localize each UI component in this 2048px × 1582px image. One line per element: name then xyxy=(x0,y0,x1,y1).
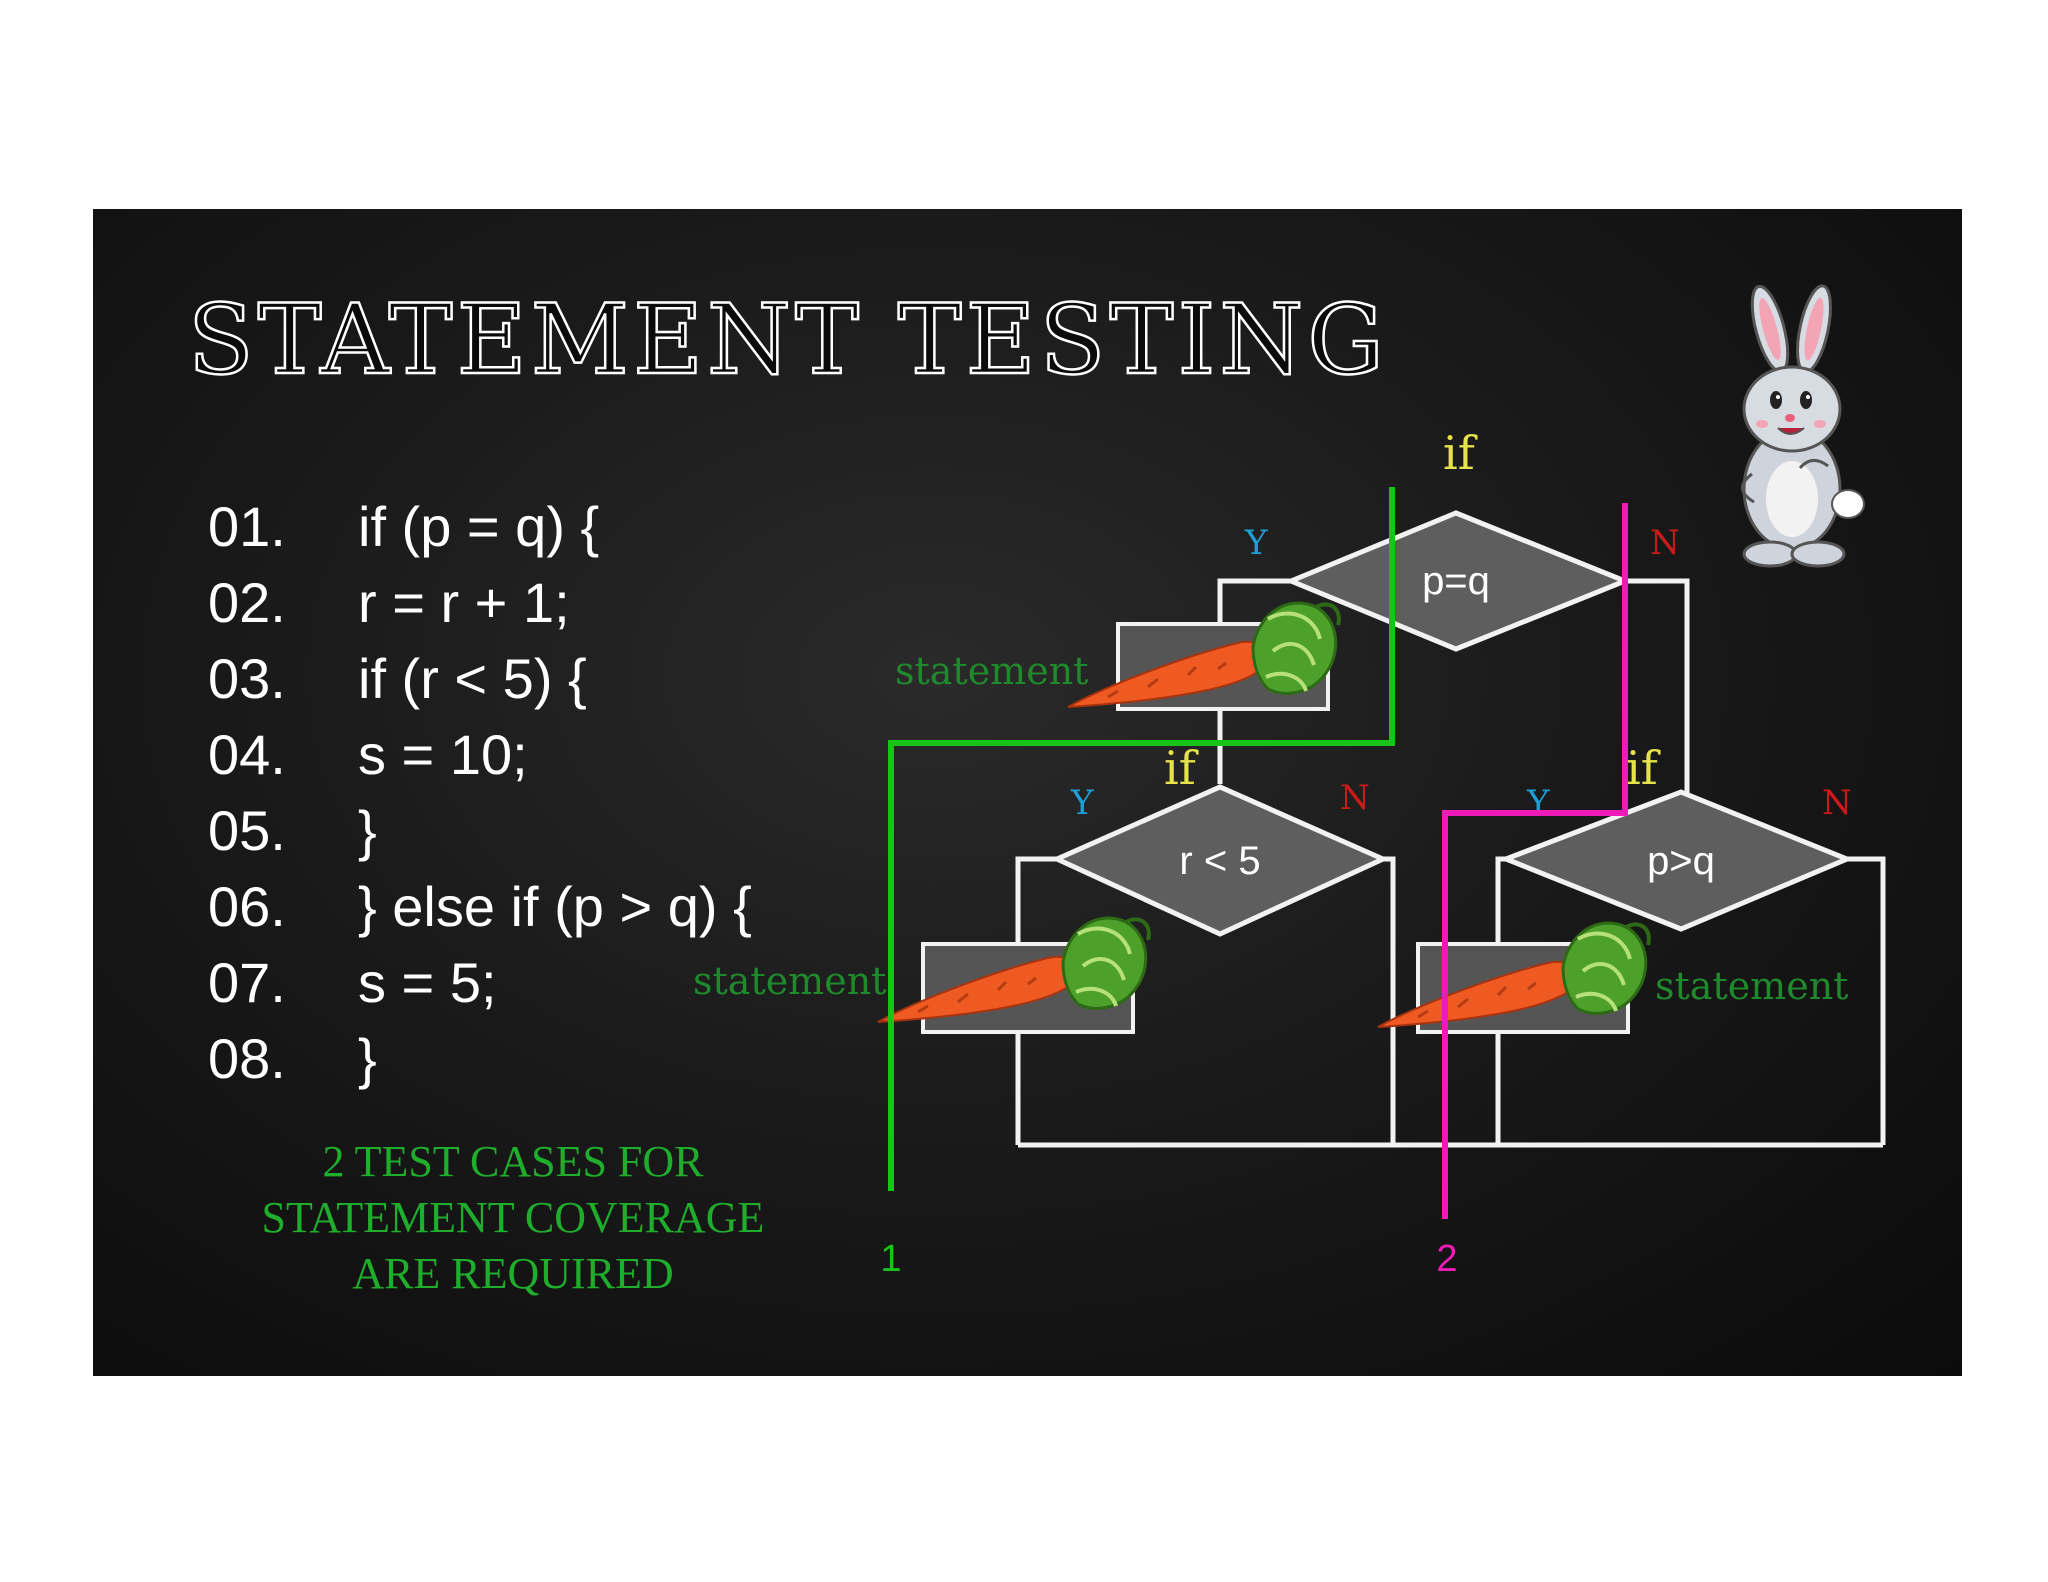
test-path-2 xyxy=(1442,503,1628,1219)
code-line: 06. } else if (p > q) { xyxy=(208,874,908,949)
line-text: } else if (p > q) { xyxy=(358,875,752,938)
line-number: 04. xyxy=(208,723,286,786)
statement-label: statement xyxy=(895,649,1088,693)
carrot-icon xyxy=(876,915,1151,1024)
line-number: 01. xyxy=(208,495,286,558)
no-label: N xyxy=(1340,778,1370,818)
code-line: 07. s = 5; xyxy=(208,950,908,1025)
code-line: 05. } xyxy=(208,798,908,873)
path-label-1: 1 xyxy=(880,1238,901,1280)
if-label: if xyxy=(1443,426,1478,480)
line-text: if (r < 5) { xyxy=(358,647,587,710)
decision-r-lt-5: r < 5 xyxy=(1050,784,1390,937)
yes-branch-left xyxy=(1015,856,1057,1145)
no-label: N xyxy=(1650,523,1680,563)
no-branch-left xyxy=(1383,856,1396,1145)
line-text: } xyxy=(358,799,377,862)
statement-label: statement xyxy=(693,959,886,1003)
code-line: 01. if (p = q) { xyxy=(208,494,908,569)
carrot-icon xyxy=(1066,600,1341,709)
note-line: 2 TEST CASES FOR xyxy=(322,1137,704,1186)
note-line: ARE REQUIRED xyxy=(352,1249,674,1298)
line-number: 03. xyxy=(208,647,286,710)
code-line: 02. r = r + 1; xyxy=(208,570,908,645)
yes-label: Y xyxy=(1244,523,1268,563)
decision-label: p=q xyxy=(1422,559,1490,603)
code-line: 08. } xyxy=(208,1026,908,1101)
yes-label: Y xyxy=(1070,783,1094,823)
code-line: 03. if (r < 5) { xyxy=(208,646,908,721)
line-number: 05. xyxy=(208,799,286,862)
no-branch-top xyxy=(1625,578,1690,859)
decision-p-eq-q: p=q xyxy=(1284,510,1632,652)
decision-label: p>q xyxy=(1647,839,1715,883)
line-number: 06. xyxy=(208,875,286,938)
line-number: 02. xyxy=(208,571,286,634)
yes-branch-top xyxy=(1217,578,1291,784)
flowchart: p=q r < 5 p>q if if if Y Y Y N N N xyxy=(693,284,1886,1280)
line-text: r = r + 1; xyxy=(358,571,570,634)
if-label: if xyxy=(1626,741,1661,795)
coverage-note: 2 TEST CASES FOR STATEMENT COVERAGE ARE … xyxy=(183,1134,843,1302)
line-text: s = 5; xyxy=(358,951,497,1014)
slide: STATEMENT TESTING 01. if (p = q) { 02. r… xyxy=(93,209,1962,1376)
note-line: STATEMENT COVERAGE xyxy=(261,1193,765,1242)
yes-label: Y xyxy=(1526,783,1550,823)
if-label: if xyxy=(1164,741,1199,795)
no-branch-right xyxy=(1847,856,1886,1145)
line-text: } xyxy=(358,1027,377,1090)
no-label: N xyxy=(1822,783,1852,823)
decision-label: r < 5 xyxy=(1179,839,1260,883)
slide-title: STATEMENT TESTING xyxy=(187,283,1389,398)
statement-label: statement xyxy=(1655,964,1848,1008)
code-line: 04. s = 10; xyxy=(208,722,908,797)
line-number: 07. xyxy=(208,951,286,1014)
test-path-1 xyxy=(888,487,1395,1191)
path-label-2: 2 xyxy=(1436,1238,1457,1280)
line-text: s = 10; xyxy=(358,723,528,786)
rabbit-icon xyxy=(1741,284,1865,568)
line-number: 08. xyxy=(208,1027,286,1090)
line-text: if (p = q) { xyxy=(358,495,600,558)
